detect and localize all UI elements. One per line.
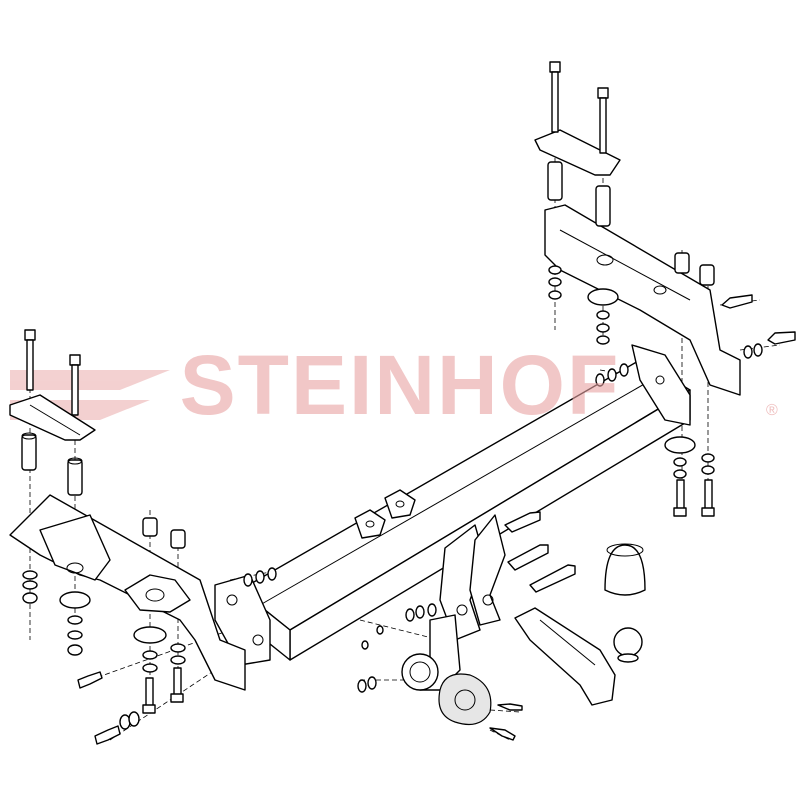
tow-ball-neck [514,607,643,706]
crossbar-right-end-plate [631,344,691,426]
left-side-bracket [9,494,246,691]
right-spacer-tubes [547,161,715,286]
watermark-registered-mark: ® [766,402,778,419]
right-long-bolts [549,61,609,154]
electrical-socket [438,673,492,725]
left-spacer-tube-1 [21,432,37,471]
left-bottom-bolts [77,667,184,745]
left-spacer-small-1 [142,517,186,549]
electrical-socket-bracket [401,614,461,691]
right-top-clamp-plate [534,129,621,176]
right-nuts-washers [548,265,715,479]
crossbar-tabs [354,489,416,539]
center-mounting-plates [439,514,506,641]
left-top-clamp-plate [9,394,96,441]
right-bottom-bolts [673,294,796,517]
left-long-bolt-1 [24,329,36,391]
center-bolts [243,511,576,622]
socket-screws [357,625,523,741]
left-nuts-washers [22,570,186,673]
left-long-bolt-2 [69,354,81,416]
left-spacer-tube-2 [67,457,83,496]
tow-ball-cap [604,543,646,596]
